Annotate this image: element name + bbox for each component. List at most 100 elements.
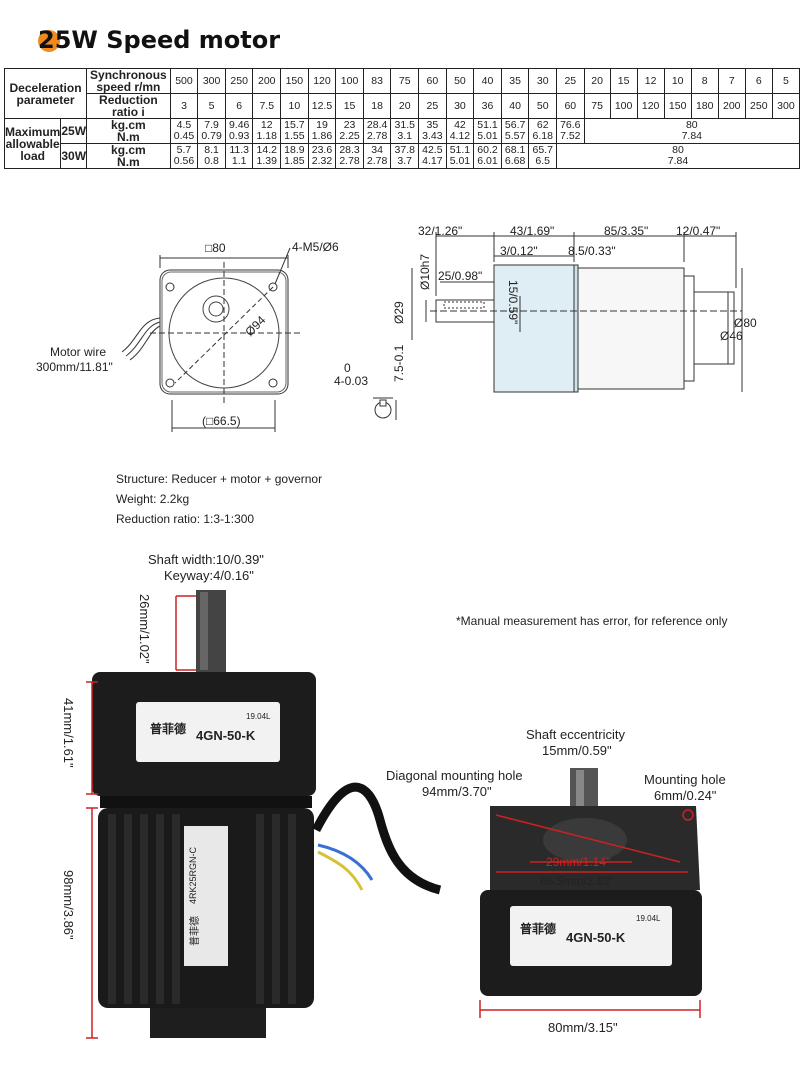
dim-98-photo: 98mm/3.86" [61,870,76,940]
decel-header: Deceleration parameter [3,68,88,119]
label-model-right: 4GN-50-K [566,930,626,945]
key-zero-label: 0 [344,361,351,375]
shaft-ecc-label: Shaft eccentricity [526,727,625,742]
label-model-left: 4GN-50-K [196,728,256,743]
speed-cell: 300 [197,68,226,94]
keyway-detail [373,397,397,420]
motor-wire-label: Motor wire [50,345,107,359]
dim-80-label: Ø80 [734,316,757,330]
structure-info: Structure: Reducer + motor + governor [116,472,323,486]
front-square-label: □80 [205,241,226,255]
dim-26-photo: 26mm/1.02" [137,594,152,664]
diag-hole-value: 94mm/3.70" [422,784,492,799]
label-date-left: 19.04L [246,712,271,721]
dim-10h7-label: Ø10h7 [418,253,432,290]
shaft-width-label: Shaft width:10/0.39" [148,552,264,567]
label-date-right: 19.04L [636,914,661,923]
mount-holes-label: 4-M5/Ø6 [292,240,339,254]
dim-85-label: 85/3.35" [604,224,649,238]
speed-cell: 35 [500,68,530,94]
speed-cell: 12 [636,68,665,94]
dim-3-label: 3/0.12" [500,244,538,258]
ratio-cell: 100 [609,93,638,119]
label-brand-right: 普菲德 [520,922,557,936]
keyway-label: Keyway:4/0.16" [164,568,254,583]
mount-hole-value: 6mm/0.24" [654,788,717,803]
motor-model-text: 4RK25RGN-C [188,846,198,904]
diag-hole-label: Diagonal mounting hole [386,768,523,783]
title-bullet [38,30,60,52]
ratio-cell: 12.5 [307,93,337,119]
watt-cell: 25W [60,118,88,144]
dim-85b-label: 8.5/0.33" [568,244,616,258]
speed-cell: 5 [771,68,800,94]
ratio-cell: 7.5 [252,93,282,119]
speed-cell: 250 [224,68,254,94]
dim-29-label: Ø29 [392,301,406,324]
side-view [411,232,743,393]
gearbox-photo-right [479,768,702,1018]
dim-665-photo: 66.5mm/2.62" [540,874,615,888]
ratio-cell: 300 [771,93,800,119]
ratio-cell: 40 [500,93,530,119]
speed-cell: 10 [663,68,692,94]
dim-80-photo: 80mm/3.15" [548,1020,618,1035]
max-load-header: Maximum allowable load [3,118,62,169]
dim-41-photo: 41mm/1.61" [61,698,76,768]
speed-cell: 40 [473,68,502,94]
dim-25-label: 25/0.98" [438,269,483,283]
dim-32-label: 32/1.26" [418,224,463,238]
key-width-label: 4-0.03 [334,374,369,388]
mount-hole-label: Mounting hole [644,772,726,787]
label-brand-left: 普菲德 [150,722,187,736]
dim-12-label: 12/0.47" [676,224,721,238]
ratio-cell: 50 [528,93,557,119]
dim-46-label: Ø46 [720,329,743,343]
motor-photo-left [86,590,442,1039]
ratio-cell: 250 [744,93,773,119]
ratio-cell: 30 [445,93,475,119]
speed-cell: 30 [528,68,557,94]
motor-wire-length: 300mm/11.81" [36,360,113,374]
dim-15-label: 15/0.59" [506,280,520,325]
measurement-note: *Manual measurement has error, for refer… [456,614,728,628]
ratio-cell: 25 [418,93,447,119]
width-665-label: (□66.5) [202,414,241,428]
page-title: 25W Speed motor [38,26,281,54]
front-view [121,247,300,432]
shaft-ecc-value: 15mm/0.59" [542,743,612,758]
ratio-info: Reduction ratio: 1:3-1:300 [116,512,255,526]
weight-info: Weight: 2.2kg [116,492,190,506]
motor-brand-text: 普菲德 [190,916,201,946]
speed-cell: 75 [390,68,420,94]
dim-43-label: 43/1.69" [510,224,555,238]
dim-29-photo: 29mm/1.14" [546,855,611,869]
ratio-cell: 120 [636,93,665,119]
